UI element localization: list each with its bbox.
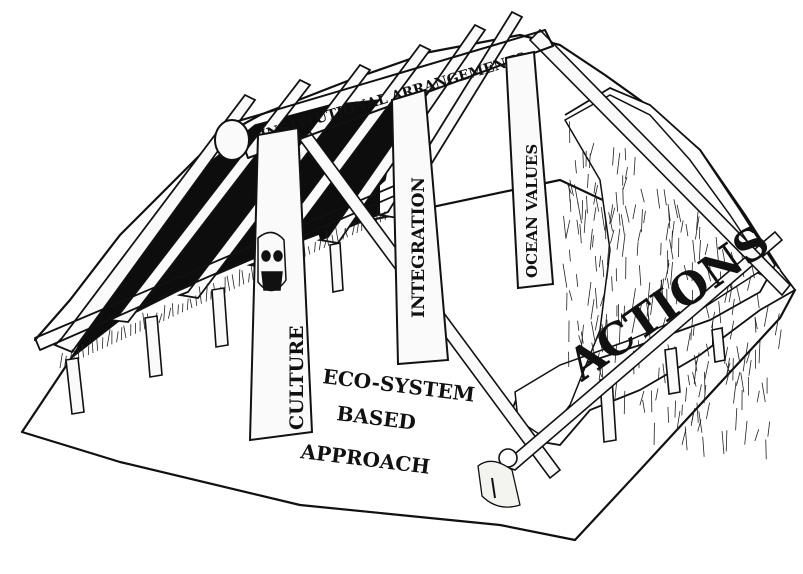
pillar-label-integration: INTEGRATION <box>409 177 429 318</box>
pillar-ocean-values: OCEAN VALUES <box>504 50 555 290</box>
floor-label-line1: ECO-SYSTEM <box>321 364 476 406</box>
shell-icon <box>477 460 521 508</box>
beam-end <box>214 119 250 161</box>
pillar-integration: INTEGRATION <box>390 88 450 366</box>
floor-label-line2: BASED <box>335 401 417 435</box>
pillar-label-culture: CULTURE <box>286 326 308 430</box>
posts <box>65 242 726 443</box>
floor-label-line3: APPROACH <box>298 439 431 479</box>
pillar-label-ocean-values: OCEAN VALUES <box>523 144 541 278</box>
carved-figure-icon <box>257 231 287 292</box>
